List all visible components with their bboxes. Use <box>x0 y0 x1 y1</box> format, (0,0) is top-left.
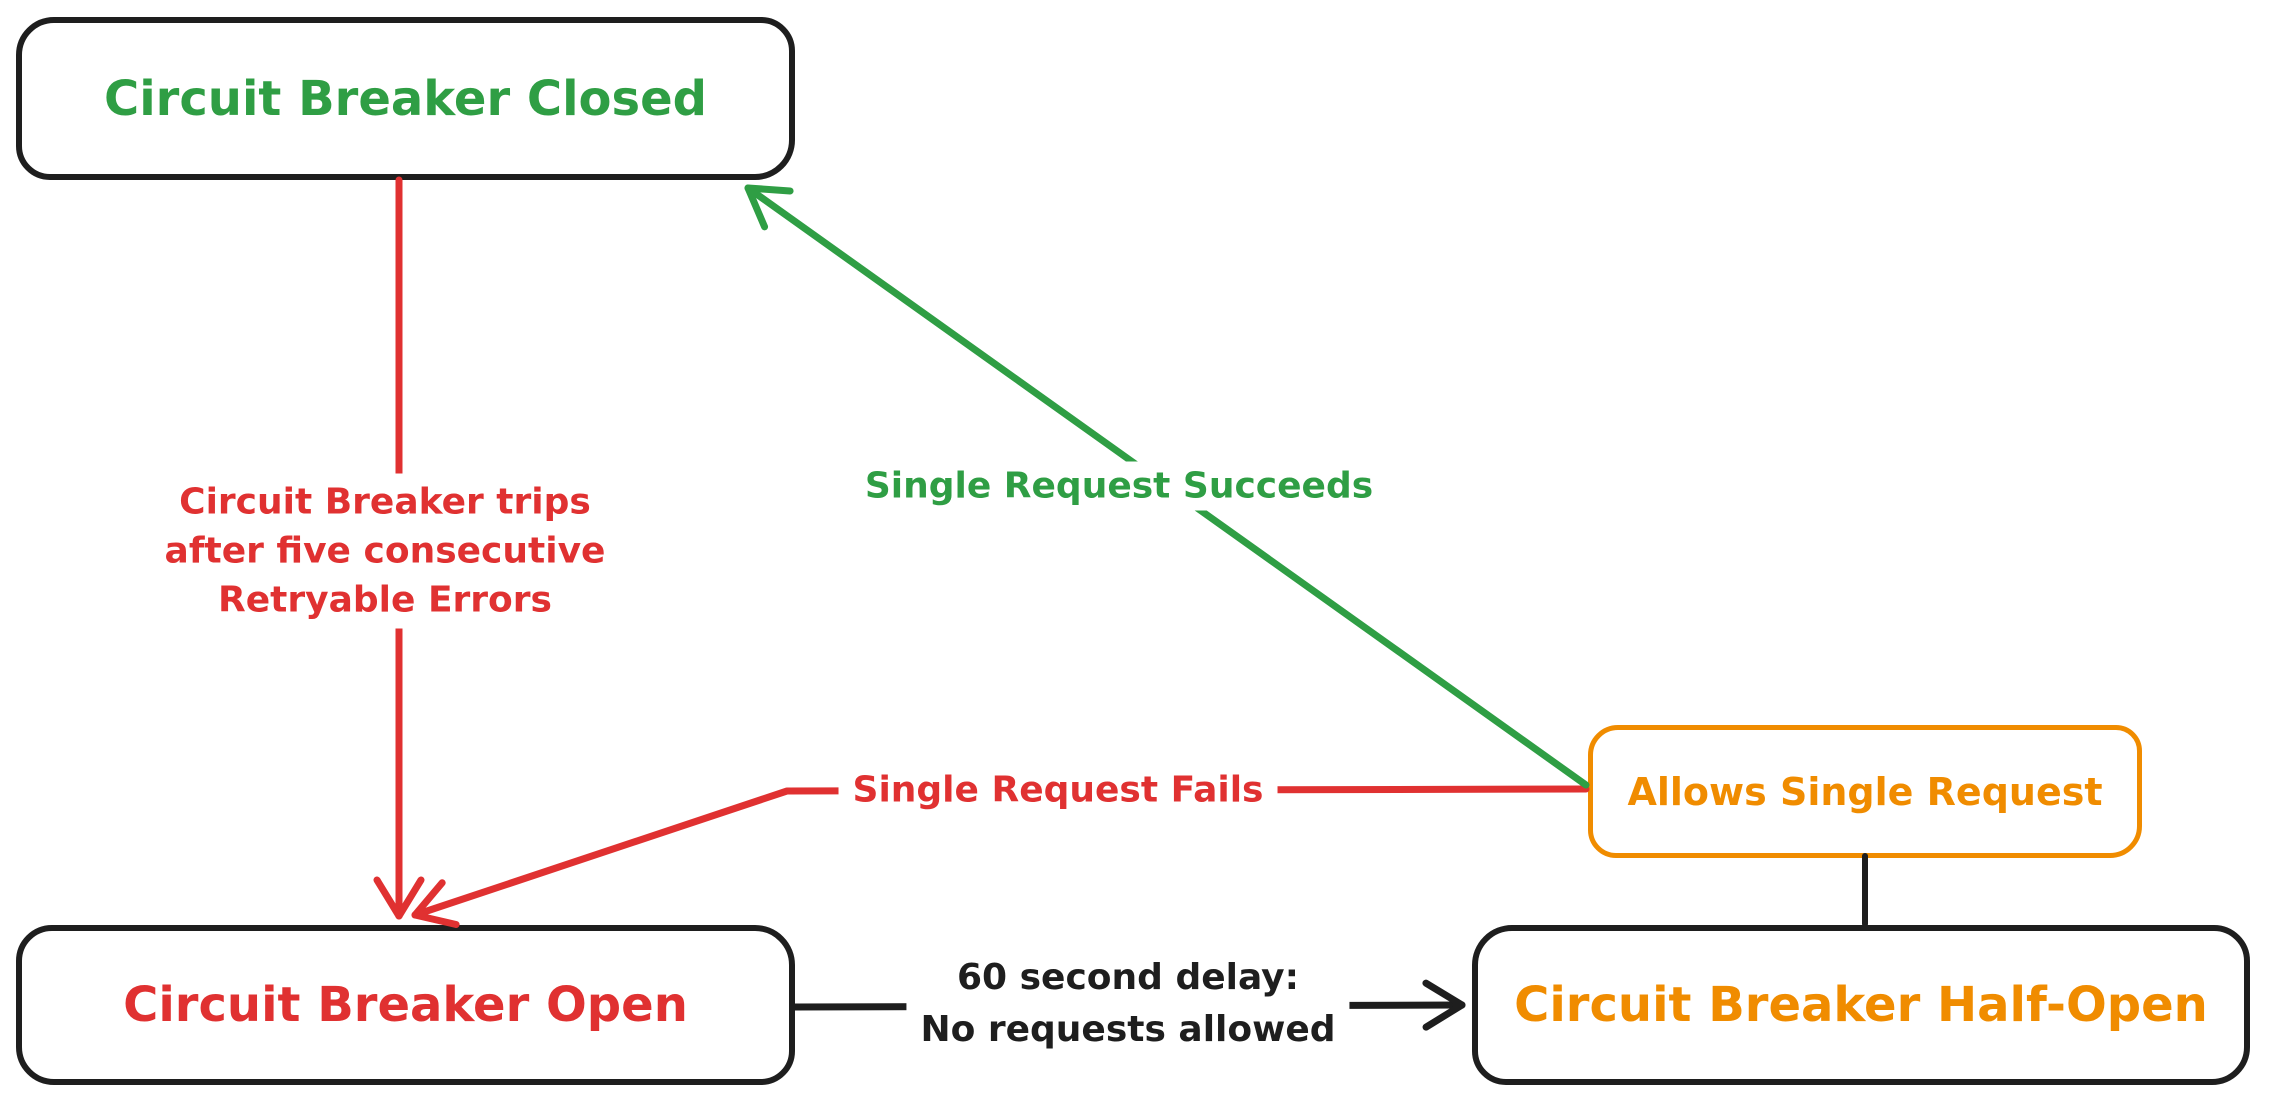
node-circuit-breaker-open: Circuit Breaker Open <box>16 925 795 1085</box>
edge-label-succeeds-text: Single Request Succeeds <box>864 465 1374 507</box>
edge-label-trip-line-3: Retryable Errors <box>218 579 552 621</box>
node-allows-single-request: Allows Single Request <box>1588 725 2142 858</box>
edge-label-fails: Single Request Fails <box>838 765 1278 815</box>
edge-label-delay: 60 second delay: No requests allowed <box>906 948 1350 1060</box>
edge-label-trip-line-1: Circuit Breaker trips <box>179 481 591 523</box>
edge-label-trip: Circuit Breaker trips after five consecu… <box>150 473 620 629</box>
edge-label-succeeds: Single Request Succeeds <box>850 461 1388 511</box>
node-label-half-open: Circuit Breaker Half-Open <box>1514 977 2208 1033</box>
node-label-closed: Circuit Breaker Closed <box>104 70 707 127</box>
node-label-open: Circuit Breaker Open <box>123 977 688 1033</box>
node-label-allows: Allows Single Request <box>1627 769 2103 814</box>
edge-label-delay-line-2: No requests allowed <box>920 1009 1336 1050</box>
node-circuit-breaker-closed: Circuit Breaker Closed <box>16 17 795 180</box>
edge-label-fails-text: Single Request Fails <box>852 769 1264 811</box>
edge-label-delay-line-1: 60 second delay: <box>956 957 1300 998</box>
edge-label-trip-line-2: after five consecutive <box>164 530 606 572</box>
node-circuit-breaker-half-open: Circuit Breaker Half-Open <box>1472 925 2250 1085</box>
